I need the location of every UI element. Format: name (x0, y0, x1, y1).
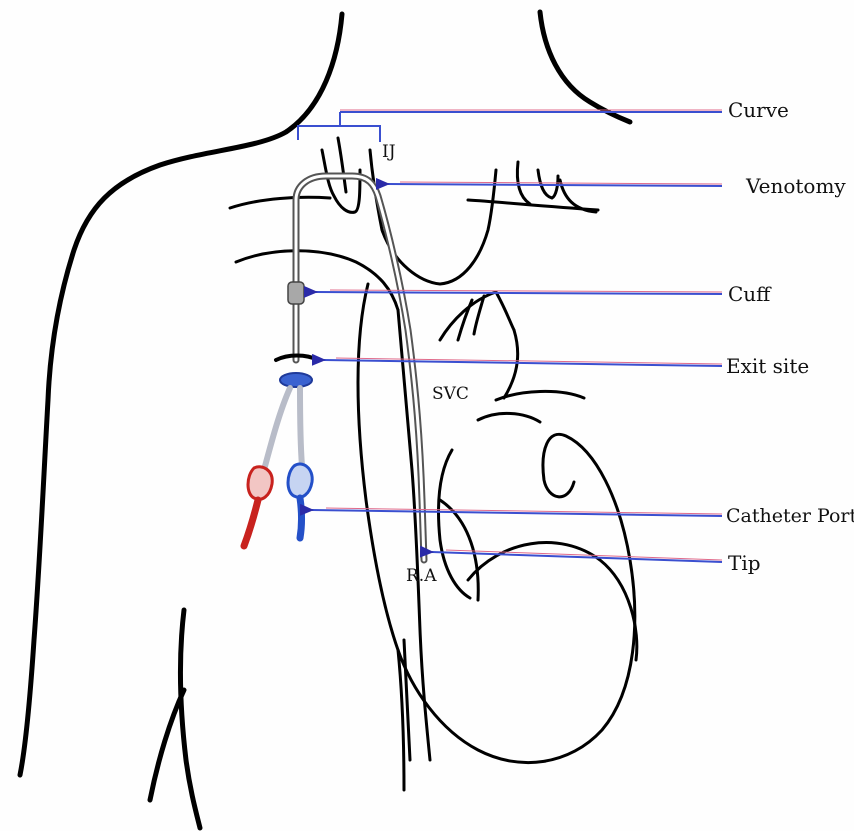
red-port-clamp (248, 467, 272, 499)
svc-label: SVC (432, 386, 469, 403)
ra-label: R.A (406, 568, 436, 585)
left-clavicle (230, 197, 330, 208)
catheter-cuff (288, 282, 304, 304)
lower-heart-left (398, 650, 404, 790)
catheter-inner (296, 176, 424, 560)
catheter-limb-red (264, 388, 290, 470)
leader-cuff (316, 290, 722, 294)
callout-exit-site: Exit site (726, 356, 809, 376)
pulmonary-trunk (496, 391, 584, 400)
leader-catheter-ports (312, 508, 722, 516)
heart-right-contour (468, 543, 637, 660)
catheter-limb-blue (300, 388, 302, 466)
armpit-outline (150, 690, 184, 800)
arch-branch (458, 300, 472, 340)
right-neck-outline (540, 12, 630, 122)
blue-port-connector (300, 498, 302, 538)
leader-venotomy (388, 182, 722, 186)
aorta-descending (504, 330, 518, 398)
leader-exit-site (324, 358, 722, 366)
catheter-hub (280, 373, 312, 387)
carotid-vessel (370, 150, 496, 284)
ij-label: IJ (382, 144, 396, 161)
callout-venotomy: Venotomy (746, 176, 846, 196)
heart-outline (358, 284, 635, 763)
catheter (244, 176, 424, 560)
callout-cuff: Cuff (728, 284, 770, 304)
right-atrium-contour (439, 450, 471, 598)
callout-tip: Tip (728, 553, 761, 573)
leader-curve (340, 110, 722, 112)
left-arm-inner-outline (180, 610, 200, 828)
callout-catheter-ports: Catheter Ports (726, 507, 854, 526)
anatomy-lines (230, 138, 637, 790)
red-port-connector (244, 500, 258, 546)
left-jugular-vessel-2 (338, 138, 346, 192)
callout-curve: Curve (728, 100, 789, 120)
left-upper-rib (236, 251, 398, 310)
pulmonary-lower (478, 413, 540, 422)
catheter-outer (296, 176, 424, 560)
blue-port-clamp (288, 464, 312, 497)
